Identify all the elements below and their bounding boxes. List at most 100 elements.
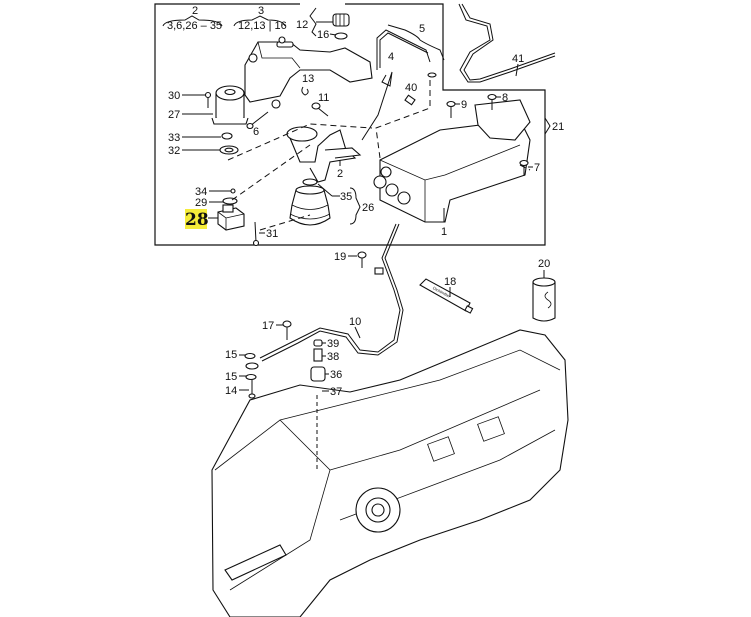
callout-9[interactable]: 9 <box>455 99 467 111</box>
highlight-marker <box>185 209 207 229</box>
group-label-3[interactable]: 3 12,13 | 16 <box>233 5 287 32</box>
part-1-hydraulic-unit[interactable] <box>373 99 531 223</box>
svg-text:15: 15 <box>225 371 237 383</box>
callout-27[interactable]: 27 <box>168 109 213 121</box>
group-label-2[interactable]: 2 3,6,26 – 35 <box>162 5 223 32</box>
callout-4[interactable]: 4 <box>388 51 394 63</box>
part-9-bolt[interactable] <box>446 100 456 119</box>
svg-text:38: 38 <box>327 351 339 363</box>
svg-text:19: 19 <box>334 251 346 263</box>
part-29-ring[interactable] <box>222 197 238 205</box>
callout-11[interactable]: 11 <box>318 92 329 104</box>
part-26-boot[interactable] <box>289 185 331 226</box>
part-41-hose[interactable] <box>458 3 556 83</box>
part-36-union[interactable] <box>310 366 326 382</box>
svg-text:32: 32 <box>168 145 180 157</box>
svg-text:7: 7 <box>534 162 540 174</box>
svg-text:33: 33 <box>168 132 180 144</box>
svg-text:10: 10 <box>349 316 361 328</box>
svg-text:20: 20 <box>538 258 550 270</box>
svg-text:8: 8 <box>502 92 508 104</box>
part-35-o-ring[interactable] <box>302 178 318 186</box>
part-39-plug[interactable] <box>313 339 323 347</box>
part-16-o-ring[interactable] <box>334 32 348 40</box>
callout-31[interactable]: 31 <box>259 228 278 240</box>
part-12-cap[interactable] <box>332 13 350 27</box>
callout-36[interactable]: 36 <box>325 369 342 381</box>
svg-text:5: 5 <box>419 23 425 35</box>
callout-29[interactable]: 29 <box>195 197 223 209</box>
callout-8[interactable]: 8 <box>496 92 508 104</box>
svg-text:35: 35 <box>340 191 352 203</box>
assembly-frame <box>154 3 546 246</box>
callout-19[interactable]: 19 <box>334 251 357 263</box>
callout-2[interactable]: 2 <box>337 160 343 180</box>
callout-35[interactable]: 35 <box>317 183 352 203</box>
dashed-leaders <box>227 80 531 231</box>
callout-6[interactable]: 6 <box>253 126 259 138</box>
part-31-bolt[interactable] <box>252 221 260 247</box>
callout-32[interactable]: 32 <box>168 145 220 157</box>
part-30-screw[interactable] <box>204 91 212 109</box>
group-label-26[interactable]: 26 <box>349 187 374 225</box>
svg-text:1: 1 <box>441 226 447 238</box>
callout-37[interactable]: 37 <box>322 386 342 398</box>
svg-text:41: 41 <box>512 53 524 65</box>
callout-10[interactable]: 10 <box>349 316 361 339</box>
svg-text:40: 40 <box>405 82 417 94</box>
svg-text:16: 16 <box>317 29 329 41</box>
part-14-bolt[interactable] <box>248 380 256 399</box>
part-10-pipe[interactable] <box>259 223 404 362</box>
part-34-screw[interactable] <box>230 188 236 194</box>
svg-text:36: 36 <box>330 369 342 381</box>
part-28-mount[interactable] <box>217 204 245 231</box>
callout-18[interactable]: 18 <box>444 276 456 297</box>
part-6-bolt[interactable] <box>246 99 281 130</box>
part-3-cover[interactable] <box>244 36 373 103</box>
callout-14[interactable]: 14 <box>225 385 249 397</box>
svg-text:6: 6 <box>253 126 259 138</box>
svg-text:31: 31 <box>266 228 278 240</box>
part-38-fitting[interactable] <box>313 348 323 362</box>
callout-1[interactable]: 1 <box>441 208 447 238</box>
group-label-5[interactable]: 5 <box>387 23 445 61</box>
svg-text:12: 12 <box>296 19 308 31</box>
callout-7[interactable]: 7 <box>528 162 540 174</box>
callout-15-lower[interactable]: 15 <box>225 371 246 383</box>
svg-text:29: 29 <box>195 197 207 209</box>
svg-text:14: 14 <box>225 385 237 397</box>
callout-28-highlighted[interactable]: 28 <box>185 209 218 230</box>
callout-15-upper[interactable]: 15 <box>225 349 245 361</box>
part-33-nut[interactable] <box>221 132 233 140</box>
part-40-fitting[interactable] <box>404 94 416 106</box>
callout-16[interactable]: 16 <box>317 29 337 41</box>
callout-13[interactable]: 13 <box>302 73 314 85</box>
part-13-clip[interactable] <box>301 86 309 96</box>
part-27-reservoir[interactable] <box>211 85 249 125</box>
callout-40[interactable]: 40 <box>405 82 417 94</box>
group-label-21[interactable]: 21 <box>544 117 564 135</box>
callout-33[interactable]: 33 <box>168 132 221 144</box>
callout-34[interactable]: 34 <box>195 186 231 198</box>
callout-41[interactable]: 41 <box>512 53 524 77</box>
part-15-washer-lower[interactable] <box>245 373 257 381</box>
callout-17[interactable]: 17 <box>262 320 283 332</box>
part-4-pipe[interactable] <box>361 71 393 141</box>
svg-text:39: 39 <box>327 338 339 350</box>
part-19-bolt[interactable] <box>357 251 367 268</box>
callout-30[interactable]: 30 <box>168 90 205 102</box>
part-32-washer[interactable] <box>219 145 239 155</box>
part-2-lever-bracket[interactable] <box>286 126 362 183</box>
svg-text:3: 3 <box>258 5 264 17</box>
part-17-bolt[interactable] <box>282 320 292 340</box>
callout-39[interactable]: 39 <box>322 338 339 350</box>
callout-20[interactable]: 20 <box>538 258 550 278</box>
part-11-bolt[interactable] <box>311 102 329 117</box>
part-5-hose[interactable] <box>376 29 437 78</box>
part-20-oil-can[interactable] <box>532 277 556 322</box>
callout-38[interactable]: 38 <box>322 351 339 363</box>
transmission-housing[interactable] <box>211 329 569 617</box>
svg-text:2: 2 <box>192 5 198 17</box>
part-15-washer-upper[interactable] <box>244 352 259 370</box>
svg-text:11: 11 <box>318 92 329 104</box>
